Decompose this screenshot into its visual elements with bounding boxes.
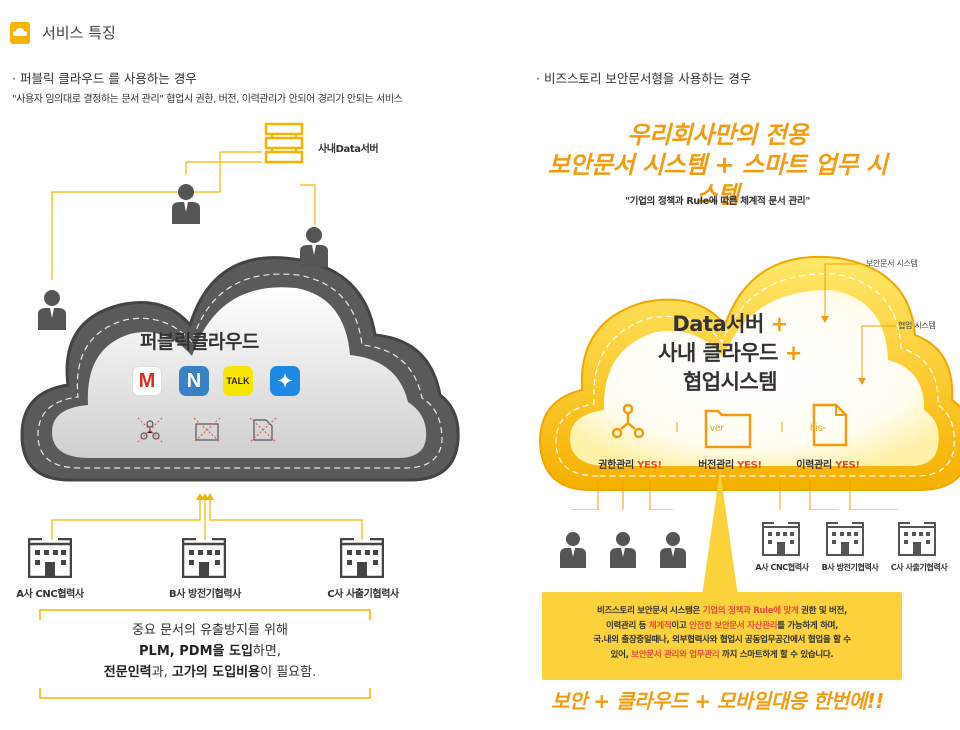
server-icon (264, 122, 304, 164)
secure-cloud-diagram: ver his- (538, 255, 960, 510)
public-cloud-title: 퍼블릭클라우드 (140, 331, 259, 353)
secure-cloud-title: Data서버 + 사내 클라우드 + 협업시스템 (658, 312, 802, 394)
permission-feature: 권한관리 YES! (598, 460, 662, 471)
final-slogan: 보안 + 클라우드 + 모바일대응 한번에!! (551, 689, 884, 713)
note-line-3: 전문인력과, 고가의 도입비용이 필요함. (103, 665, 317, 680)
version-tag: ver (710, 423, 725, 434)
callout-pointer (702, 470, 738, 596)
user-icon (172, 184, 200, 224)
folder-icon: ver (704, 409, 752, 449)
history-tag: his- (810, 423, 826, 434)
building-icon (340, 538, 384, 578)
left-subtitle: "사용자 임의대로 결정하는 문서 관리" 협업시 권한, 버전, 이력관리가 … (12, 94, 403, 105)
naver-icon: N (179, 366, 209, 396)
server-label: 사내Data서버 (318, 144, 379, 155)
collab-system-label: 협업 시스템 (898, 321, 936, 330)
user-icon (300, 227, 328, 267)
partner-label: C사 사출기협력사 (327, 589, 399, 600)
note-line-1: 중요 문서의 유출방지를 위해 (132, 623, 288, 638)
user-icon (660, 532, 686, 568)
right-headline: 우리회사만의 전용 보안문서 시스템 + 스마트 업무 시스템 (547, 121, 888, 209)
cloud-icon (10, 22, 30, 44)
left-note: 중요 문서의 유출방지를 위해 PLM, PDM을 도입하면, 전문인력과, 고… (60, 620, 360, 683)
building-icon (826, 522, 864, 556)
dropbox-icon: ✦ (270, 366, 300, 396)
partner-label: C사 사출기협력사 (890, 563, 948, 572)
building-icon (762, 522, 800, 556)
public-cloud-diagram (20, 122, 460, 540)
partner-label: B사 방전기협력사 (169, 589, 241, 600)
page-title: 서비스 특징 (42, 24, 116, 42)
building-icon (182, 538, 226, 578)
share-icon (611, 403, 645, 439)
note-line-2: PLM, PDM을 도입하면, (139, 644, 281, 659)
left-section-title: · 퍼블릭 클라우드 를 사용하는 경우 (12, 71, 197, 86)
building-icon (898, 522, 936, 556)
user-icon (610, 532, 636, 568)
partner-label: A사 CNC협력사 (755, 563, 809, 572)
kakaotalk-icon: TALK (223, 366, 253, 396)
partner-label: A사 CNC협력사 (16, 589, 84, 600)
note-bracket (39, 609, 371, 699)
secure-doc-system-label: 보안문서 시스템 (866, 259, 918, 268)
history-feature: 이력관리 YES! (796, 460, 860, 471)
gmail-icon: M (132, 366, 162, 396)
user-icon (38, 290, 66, 330)
user-icon (560, 532, 586, 568)
partner-label: B사 방전기협력사 (821, 563, 879, 572)
document-icon: his- (810, 403, 848, 447)
building-icon (28, 538, 72, 578)
version-feature: 버전관리 YES! (698, 460, 762, 471)
description-callout: 비즈스토리 보안문서 시스템은 기업의 정책과 Rule에 맞게 권한 및 버전… (542, 592, 902, 680)
right-quote: "기업의 정책과 Rule에 따른 체계적 문서 관리" (625, 196, 810, 207)
right-section-title: · 비즈스토리 보안문서형을 사용하는 경우 (536, 71, 752, 86)
